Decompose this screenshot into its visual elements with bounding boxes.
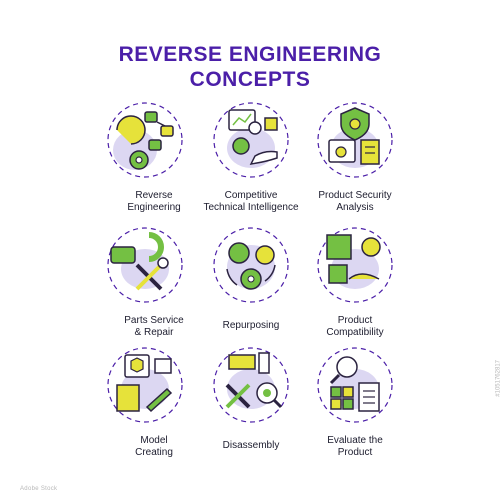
magnifier-checklist-icon [315,345,395,425]
watermark-text: Adobe Stock [20,486,58,492]
puzzle-handshake-icon [315,225,395,305]
wrench-screwdriver-engine-icon [105,225,185,305]
page-title-line-1: REVERSE ENGINEERING [118,43,382,66]
stock-id: #1051762817 [496,360,500,397]
label-disassembly: Disassembly [222,440,280,451]
cube-notebook-icon [105,345,185,425]
recycle-gears-icon [211,225,291,305]
tools-magnifier-icon [211,345,291,425]
label-repurposing: Repurposing [222,320,280,331]
watermark-bar: Adobe Stock [0,480,500,500]
label-parts-service-repair: Parts Service& Repair [124,315,184,338]
flowchart-gear-icon [105,100,185,180]
page-title-line-2: CONCEPTS [189,68,311,91]
hand-analytics-icon [211,100,291,180]
shield-gear-document-icon [315,100,395,180]
